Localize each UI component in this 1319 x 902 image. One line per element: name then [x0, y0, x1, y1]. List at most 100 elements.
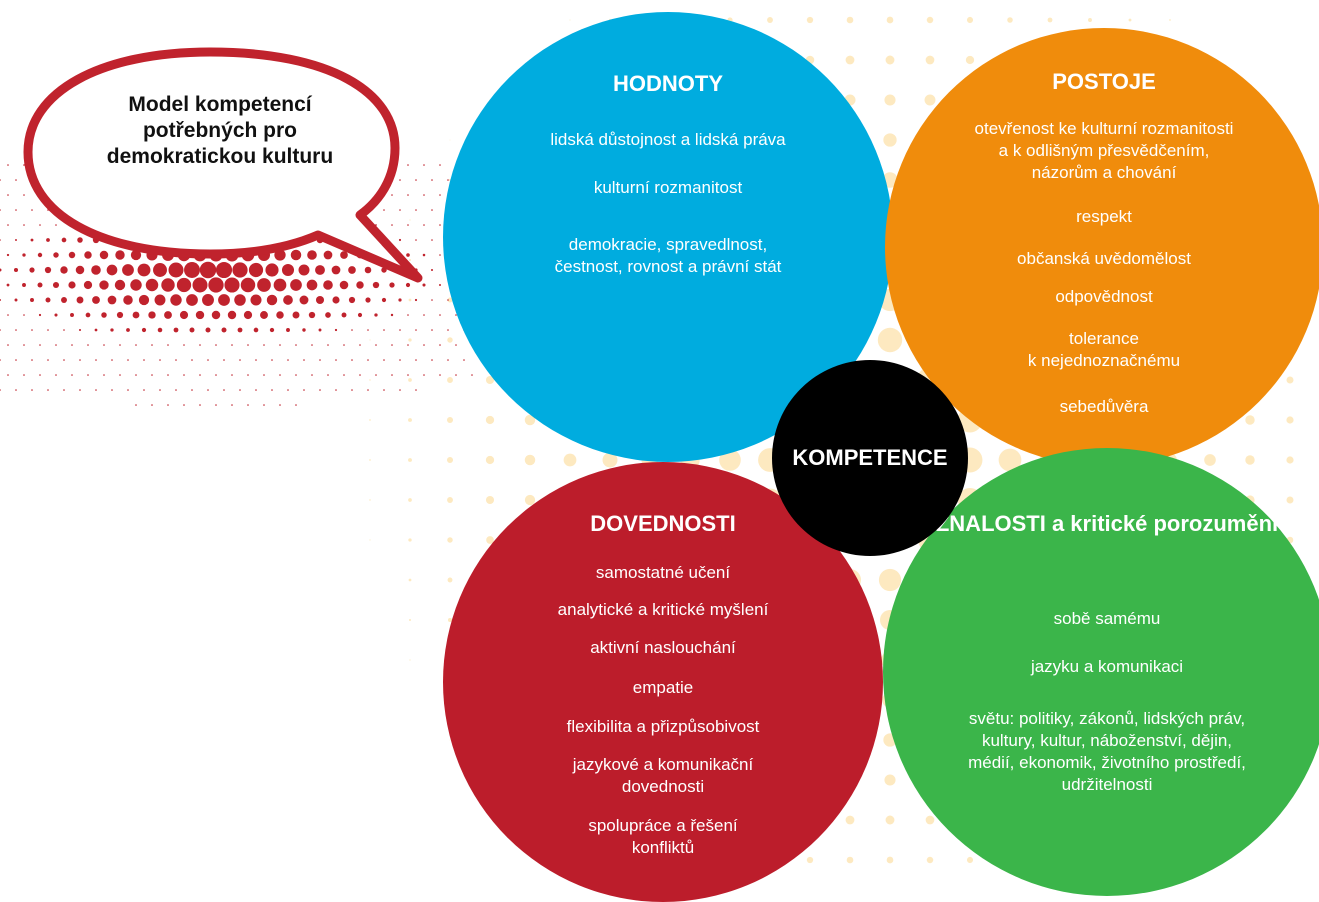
halftone-dot — [447, 359, 449, 361]
halftone-dot — [231, 374, 233, 376]
halftone-dot — [0, 268, 2, 272]
halftone-dot — [37, 282, 43, 288]
halftone-dot — [925, 815, 935, 825]
halftone-dot — [1128, 18, 1132, 22]
halftone-dot — [39, 374, 41, 376]
halftone-dot — [247, 404, 249, 406]
halftone-dot — [318, 328, 322, 332]
halftone-dot — [30, 238, 34, 242]
diagram-title: Model kompetencí potřebných pro demokrat… — [106, 93, 334, 168]
halftone-dot — [15, 239, 17, 241]
halftone-dot — [926, 16, 934, 24]
halftone-dot — [132, 311, 140, 319]
values-item: demokracie, spravedlnost, čestnost, rovn… — [554, 235, 782, 276]
halftone-dot — [231, 404, 233, 406]
halftone-dot — [602, 452, 618, 468]
halftone-dot — [173, 327, 179, 333]
halftone-dot — [408, 258, 412, 262]
halftone-dot — [1047, 17, 1053, 23]
halftone-dot — [176, 277, 192, 293]
halftone-dot — [348, 266, 356, 274]
center-label: KOMPETENCE — [792, 445, 948, 470]
halftone-dot — [343, 344, 345, 346]
halftone-dot — [84, 251, 92, 259]
halftone-dot — [114, 279, 126, 291]
halftone-dot — [266, 294, 278, 306]
halftone-dot — [159, 389, 161, 391]
halftone-dot — [283, 295, 293, 305]
halftone-dot — [63, 329, 65, 331]
halftone-dot — [123, 295, 133, 305]
halftone-dot — [407, 164, 409, 166]
halftone-dot — [63, 389, 65, 391]
halftone-dot — [61, 297, 67, 303]
halftone-dot — [6, 253, 10, 257]
halftone-dot — [184, 262, 200, 278]
halftone-dot — [263, 404, 265, 406]
knowledge-title: ZNALOSTI a kritické porozumění — [935, 511, 1279, 536]
speech-bubble-shape — [23, 47, 423, 283]
halftone-dot — [287, 389, 289, 391]
halftone-dot — [447, 337, 453, 343]
halftone-dot — [38, 313, 42, 317]
halftone-dot — [431, 239, 433, 241]
skills-item: analytické a kritické myšlení — [557, 600, 769, 619]
halftone-dot — [0, 329, 1, 331]
skills-item: aktivní naslouchání — [590, 638, 736, 657]
halftone-dot — [439, 254, 441, 256]
halftone-dot — [315, 295, 325, 305]
halftone-dot — [287, 359, 289, 361]
attitudes-item: odpovědnost — [1055, 287, 1153, 306]
halftone-dot — [127, 389, 129, 391]
halftone-dot — [332, 296, 340, 304]
halftone-dot — [455, 374, 457, 376]
halftone-dot — [295, 374, 297, 376]
halftone-dot — [218, 294, 230, 306]
halftone-dot — [1286, 456, 1294, 464]
halftone-dot — [111, 359, 113, 361]
halftone-dot — [279, 344, 281, 346]
halftone-dot — [439, 344, 441, 346]
halftone-dot — [7, 314, 9, 316]
halftone-dot — [45, 297, 51, 303]
halftone-dot — [126, 328, 130, 332]
halftone-dot — [408, 538, 412, 542]
halftone-dot — [423, 164, 425, 166]
halftone-dot — [281, 263, 295, 277]
halftone-dot — [431, 329, 433, 331]
halftone-dot — [351, 389, 353, 391]
halftone-dot — [398, 298, 402, 302]
halftone-dot — [135, 344, 137, 346]
halftone-dot — [119, 374, 121, 376]
halftone-dot — [319, 359, 321, 361]
halftone-dot — [157, 327, 163, 333]
halftone-dot — [22, 283, 26, 287]
attitudes-circle: POSTOJE otevřenost ke kulturní rozmanito… — [885, 28, 1319, 466]
halftone-dot — [415, 389, 417, 391]
halftone-dot — [339, 280, 349, 290]
halftone-dot — [7, 224, 9, 226]
knowledge-item: sobě samému — [1053, 609, 1161, 628]
halftone-dot — [250, 294, 262, 306]
halftone-dot — [455, 344, 457, 346]
halftone-dot — [87, 374, 89, 376]
halftone-dot — [269, 327, 275, 333]
halftone-dot — [0, 209, 1, 211]
halftone-dot — [1245, 455, 1255, 465]
halftone-dot — [408, 498, 412, 502]
halftone-dot — [223, 389, 225, 391]
halftone-dot — [415, 209, 417, 211]
halftone-dot — [257, 278, 271, 292]
halftone-dot — [409, 219, 411, 221]
halftone-dot — [966, 16, 974, 24]
halftone-dot — [54, 313, 58, 317]
halftone-dot — [137, 263, 151, 277]
halftone-dot — [1286, 416, 1294, 424]
halftone-dot — [323, 280, 333, 290]
halftone-dot — [290, 279, 302, 291]
halftone-dot — [806, 16, 814, 24]
halftone-dot — [30, 298, 34, 302]
halftone-dot — [271, 359, 273, 361]
halftone-dot — [965, 55, 975, 65]
halftone-dot — [240, 277, 256, 293]
